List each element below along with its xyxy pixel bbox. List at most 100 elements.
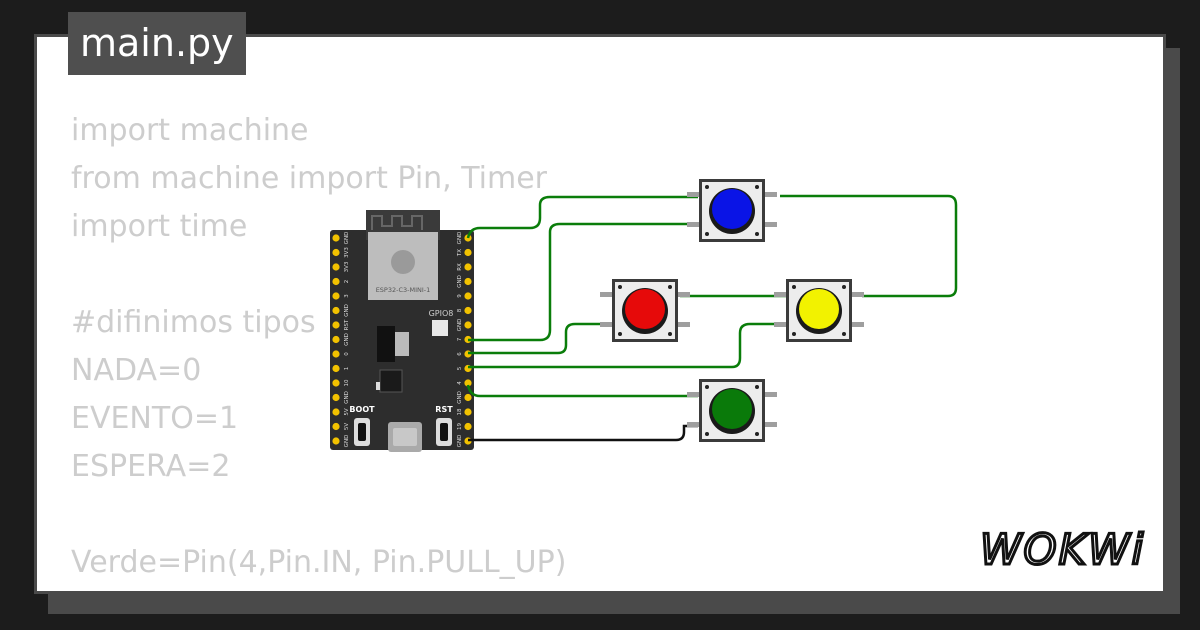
code-line: import time bbox=[71, 209, 248, 244]
pushbutton-green[interactable] bbox=[687, 379, 777, 442]
button-corner bbox=[618, 332, 622, 336]
usb-chip bbox=[379, 369, 403, 393]
pin-label: GND bbox=[344, 435, 350, 448]
button-leg bbox=[763, 422, 777, 427]
pin-right[interactable] bbox=[464, 277, 472, 286]
pin-right[interactable] bbox=[464, 292, 472, 300]
pin-left[interactable] bbox=[332, 422, 340, 431]
button-leg bbox=[687, 392, 701, 397]
usb-port-inner bbox=[393, 428, 417, 446]
pushbutton-yellow[interactable] bbox=[774, 279, 864, 342]
rgb-led bbox=[432, 320, 448, 336]
wire-blue-gnd bbox=[466, 195, 698, 239]
pin-left[interactable] bbox=[332, 321, 340, 329]
pin-left[interactable] bbox=[332, 379, 340, 387]
pin-right[interactable] bbox=[464, 379, 472, 387]
button-leg bbox=[687, 222, 701, 227]
pushbutton-blue[interactable] bbox=[687, 179, 777, 242]
regulator bbox=[377, 326, 395, 362]
boot-button-cap bbox=[358, 423, 366, 441]
pin-left[interactable] bbox=[332, 350, 340, 358]
button-corner bbox=[705, 232, 709, 236]
pin-label: GND bbox=[457, 319, 463, 332]
button-cap[interactable] bbox=[712, 189, 752, 229]
button-leg bbox=[600, 292, 614, 297]
pin-left[interactable] bbox=[332, 408, 340, 416]
pin-label: GND bbox=[457, 435, 463, 448]
pin-left[interactable] bbox=[332, 234, 340, 242]
button-leg bbox=[600, 322, 614, 327]
module-label: ESP32-C3-MINI-1 bbox=[376, 286, 431, 294]
pin-label: RX bbox=[457, 263, 463, 271]
button-leg bbox=[850, 292, 864, 297]
pin-label: GND bbox=[344, 304, 350, 317]
pin-left[interactable] bbox=[332, 335, 340, 344]
pin-label: 6 bbox=[457, 352, 463, 356]
pin-right[interactable] bbox=[464, 263, 472, 271]
pushbutton-red[interactable] bbox=[600, 279, 690, 342]
pin-left[interactable] bbox=[332, 306, 340, 315]
pin-label: 18 bbox=[457, 408, 463, 415]
button-corner bbox=[705, 385, 709, 389]
esp32-c3-board[interactable]: ESP32-C3-MINI-1 GPIO8 BOOT RST GND3V33V3… bbox=[330, 210, 474, 452]
boot-label: BOOT bbox=[349, 405, 375, 414]
pin-label: 5V bbox=[344, 423, 350, 430]
button-cap[interactable] bbox=[799, 289, 839, 329]
rst-label: RST bbox=[435, 405, 453, 414]
pin-label: GND bbox=[344, 232, 350, 245]
pin-left[interactable] bbox=[332, 248, 340, 257]
pin-right[interactable] bbox=[464, 306, 472, 315]
button-leg bbox=[774, 292, 788, 297]
button-corner bbox=[842, 285, 846, 289]
button-cap[interactable] bbox=[712, 389, 752, 429]
wire-blue-yellow bbox=[780, 194, 958, 298]
button-leg bbox=[774, 322, 788, 327]
pin-label: GND bbox=[344, 333, 350, 346]
pin-label: TX bbox=[457, 249, 463, 257]
pin-label: 4 bbox=[457, 381, 463, 385]
pin-label: GND bbox=[344, 391, 350, 404]
pin-left[interactable] bbox=[332, 393, 340, 402]
pin-label: 3 bbox=[344, 294, 350, 298]
button-corner bbox=[618, 285, 622, 289]
button-corner bbox=[755, 432, 759, 436]
pin-left[interactable] bbox=[332, 437, 340, 445]
pin-label: 19 bbox=[457, 423, 463, 430]
pin-left[interactable] bbox=[332, 364, 340, 373]
button-leg bbox=[687, 192, 701, 197]
pin-right[interactable] bbox=[464, 408, 472, 416]
file-tab[interactable]: main.py bbox=[68, 12, 246, 75]
pin-left[interactable] bbox=[332, 277, 340, 286]
wire-yellow-gpio5 bbox=[468, 322, 786, 369]
button-cap[interactable] bbox=[625, 289, 665, 329]
pin-right[interactable] bbox=[464, 422, 472, 431]
button-corner bbox=[792, 332, 796, 336]
button-corner bbox=[668, 285, 672, 289]
code-line: #difinimos tipos bbox=[71, 305, 316, 340]
button-leg bbox=[763, 392, 777, 397]
button-leg bbox=[763, 222, 777, 227]
code-line: ESPERA=2 bbox=[71, 449, 231, 484]
wire-green-gpio4 bbox=[466, 384, 698, 398]
button-corner bbox=[755, 385, 759, 389]
pin-label: RST bbox=[344, 319, 350, 330]
pin-right[interactable] bbox=[464, 248, 472, 257]
pin-label: 5 bbox=[457, 366, 463, 370]
code-line: NADA=0 bbox=[71, 353, 202, 388]
pin-label: 1 bbox=[344, 367, 350, 371]
espressif-logo-icon bbox=[391, 250, 415, 274]
pin-left[interactable] bbox=[332, 292, 340, 300]
button-corner bbox=[668, 332, 672, 336]
rst-button-cap bbox=[440, 423, 448, 441]
pin-left[interactable] bbox=[332, 263, 340, 271]
button-leg bbox=[687, 422, 701, 427]
pin-right[interactable] bbox=[464, 393, 472, 402]
pin-label: 9 bbox=[457, 294, 463, 298]
pin-right[interactable] bbox=[464, 321, 472, 329]
pin-label: 5V bbox=[344, 408, 350, 415]
